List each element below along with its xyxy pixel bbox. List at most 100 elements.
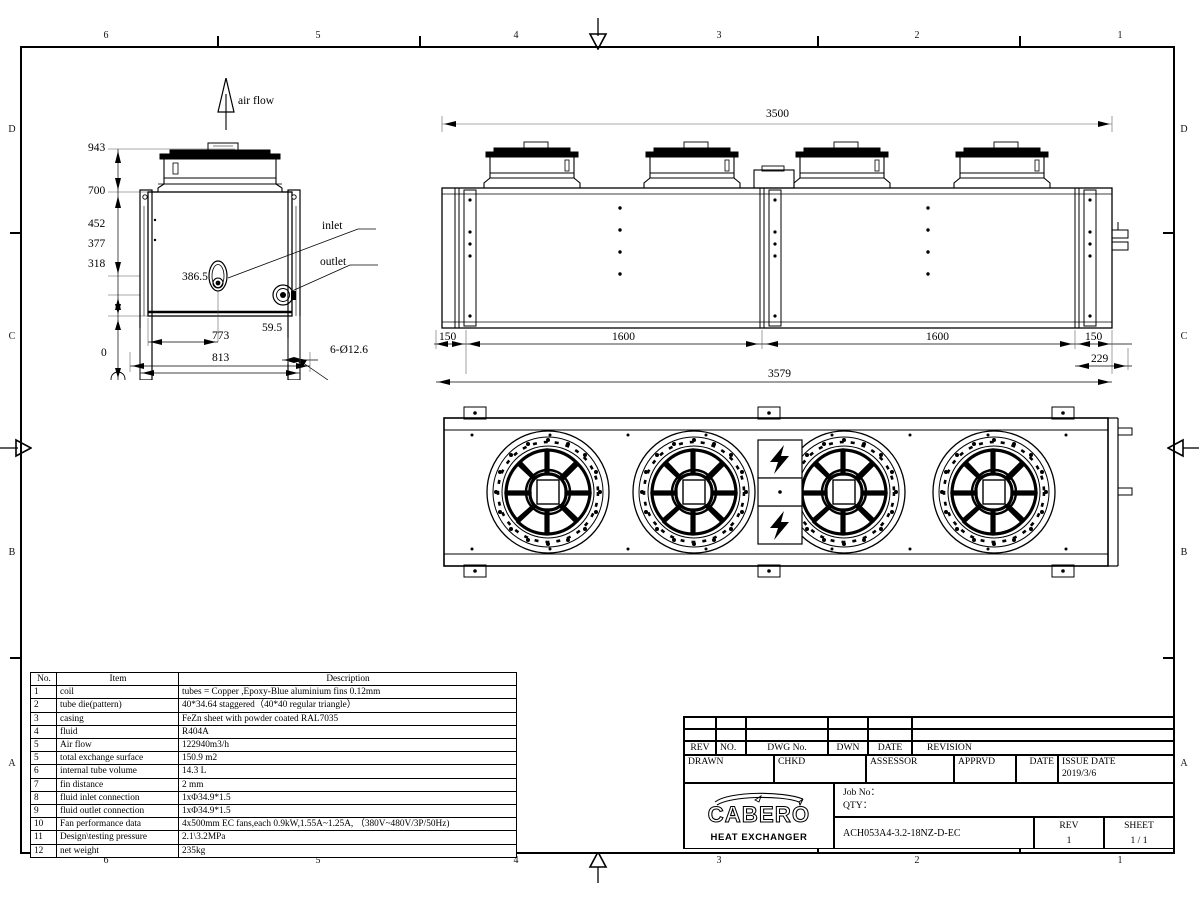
dim-zero: 0 [101, 347, 107, 359]
cabero-logo: CABERO HEAT EXCHANGER [688, 790, 830, 844]
rev-blank-cell [684, 729, 716, 741]
zone-label-bottom-4: 4 [513, 855, 519, 866]
zone-label-bottom-1: 1 [1117, 855, 1123, 866]
dim-1600-left: 1600 [612, 331, 635, 343]
zone-label-top-6: 6 [103, 30, 109, 41]
cell-description: 1xΦ34.9*1.5 [178, 804, 517, 819]
zone-label-top-1: 1 [1117, 30, 1123, 41]
issue-date-value: 2019/3/6 [1062, 768, 1097, 779]
cabero-logo-icon: CABERO [707, 792, 811, 828]
dim-813: 813 [212, 352, 230, 364]
airflow-label: air flow [238, 95, 275, 107]
rev-blank-cell [868, 729, 912, 741]
dwg-no-header: DWG No. [746, 741, 828, 755]
hazard-symbol-lower [757, 505, 803, 545]
dim-377: 377 [88, 238, 106, 250]
drawn-field[interactable]: DRAWN [684, 755, 774, 783]
zone-label-right-D: D [1180, 124, 1188, 135]
zone-label-top-5: 5 [315, 30, 321, 41]
zone-tick [1019, 36, 1021, 47]
date-field-2[interactable]: DATE [1016, 755, 1058, 783]
rev-blank-cell [828, 729, 868, 741]
zone-label-top-2: 2 [914, 30, 920, 41]
job-no-label: Job No： [843, 787, 881, 798]
cell-no: 2 [30, 698, 57, 713]
header-desc: Description [178, 671, 517, 687]
rev-blank-cell [684, 717, 716, 729]
dim-3579: 3579 [768, 368, 791, 380]
chkd-field[interactable]: CHKD [774, 755, 866, 783]
assessor-field[interactable]: ASSESSOR [866, 755, 954, 783]
cell-item: total exchange surface [56, 751, 179, 766]
header-item: Item [56, 671, 179, 687]
cell-no: 4 [30, 724, 57, 740]
cell-no: 1 [30, 685, 57, 700]
issue-date-label: ISSUE DATE [1062, 756, 1116, 767]
cell-description: 2 mm [178, 777, 517, 792]
sheet-value: 1 / 1 [1130, 835, 1148, 846]
cell-description: 14.3 L [178, 764, 517, 779]
title-block: REV NO. DWG No. DWN DATE REVISION DRAWN … [683, 716, 1175, 849]
job-qty-cell: Job No： QTY： [834, 783, 1174, 817]
svg-text:CABERO: CABERO [708, 802, 811, 827]
zone-tick [217, 36, 219, 47]
cell-description: 4x500mm EC fans,each 0.9kW,1.55A~1.25A, … [178, 817, 517, 832]
cell-description: R404A [178, 724, 517, 740]
front-view [443, 406, 1133, 578]
zone-scale-right: D C B A [1163, 46, 1195, 854]
zone-tick [1163, 657, 1175, 659]
zone-tick [10, 232, 22, 234]
zone-label-bottom-3: 3 [716, 855, 722, 866]
rev-blank-cell [716, 729, 746, 741]
dim-229: 229 [1091, 353, 1109, 365]
rev-blank-cell [912, 729, 1174, 741]
airflow-arrow-icon [217, 78, 235, 130]
cell-no: 12 [30, 843, 57, 858]
zone-label-bottom-2: 2 [914, 855, 920, 866]
cell-description: 2.1\3.2MPa [178, 830, 517, 845]
rev-blank-cell [716, 717, 746, 729]
datum-mark-left [0, 438, 32, 458]
cell-description: 235kg [178, 843, 517, 858]
cell-description: 122940m3/h [178, 738, 517, 753]
cell-item: Air flow [56, 738, 179, 753]
cell-item: Fan performance data [56, 817, 179, 832]
part-number-cell: ACH053A4-3.2-18NZ-D-EC [834, 817, 1034, 849]
cell-item: coil [56, 685, 179, 700]
dim-1600-right: 1600 [926, 331, 949, 343]
apprvd-field[interactable]: APPRVD [954, 755, 1016, 783]
dim-150-right: 150 [1085, 331, 1103, 343]
company-logo-cell: CABERO HEAT EXCHANGER [684, 783, 834, 849]
no-header: NO. [716, 741, 746, 755]
revision-header: REVISION [912, 741, 1174, 755]
cell-description: 1xΦ34.9*1.5 [178, 790, 517, 806]
dim-773: 773 [212, 330, 230, 342]
cell-item: fluid inlet connection [56, 790, 179, 806]
zone-label-left-B: B [8, 547, 16, 558]
cell-no: 9 [30, 804, 57, 819]
zone-label-left-C: C [8, 331, 16, 342]
rev-value: 1 [1066, 835, 1072, 846]
cell-item: fin distance [56, 777, 179, 792]
zone-label-top-4: 4 [513, 30, 519, 41]
issue-date-cell: ISSUE DATE 2019/3/6 [1058, 755, 1174, 783]
cell-item: fluid [56, 724, 179, 740]
dim-59-5: 59.5 [262, 322, 283, 334]
cell-no: 8 [30, 790, 57, 806]
zone-tick [1163, 232, 1175, 234]
zone-scale-top: 6 5 4 3 2 1 [20, 28, 1175, 47]
cell-no: 3 [30, 711, 57, 726]
sheet-cell: SHEET 1 / 1 [1104, 817, 1174, 849]
table-header-row: No. Item Description [30, 671, 517, 687]
cell-item: Design\testing pressure [56, 830, 179, 845]
zone-tick [10, 657, 22, 659]
inlet-label: inlet [322, 220, 343, 232]
dim-3500: 3500 [766, 108, 789, 120]
rev-blank-cell [912, 717, 1174, 729]
